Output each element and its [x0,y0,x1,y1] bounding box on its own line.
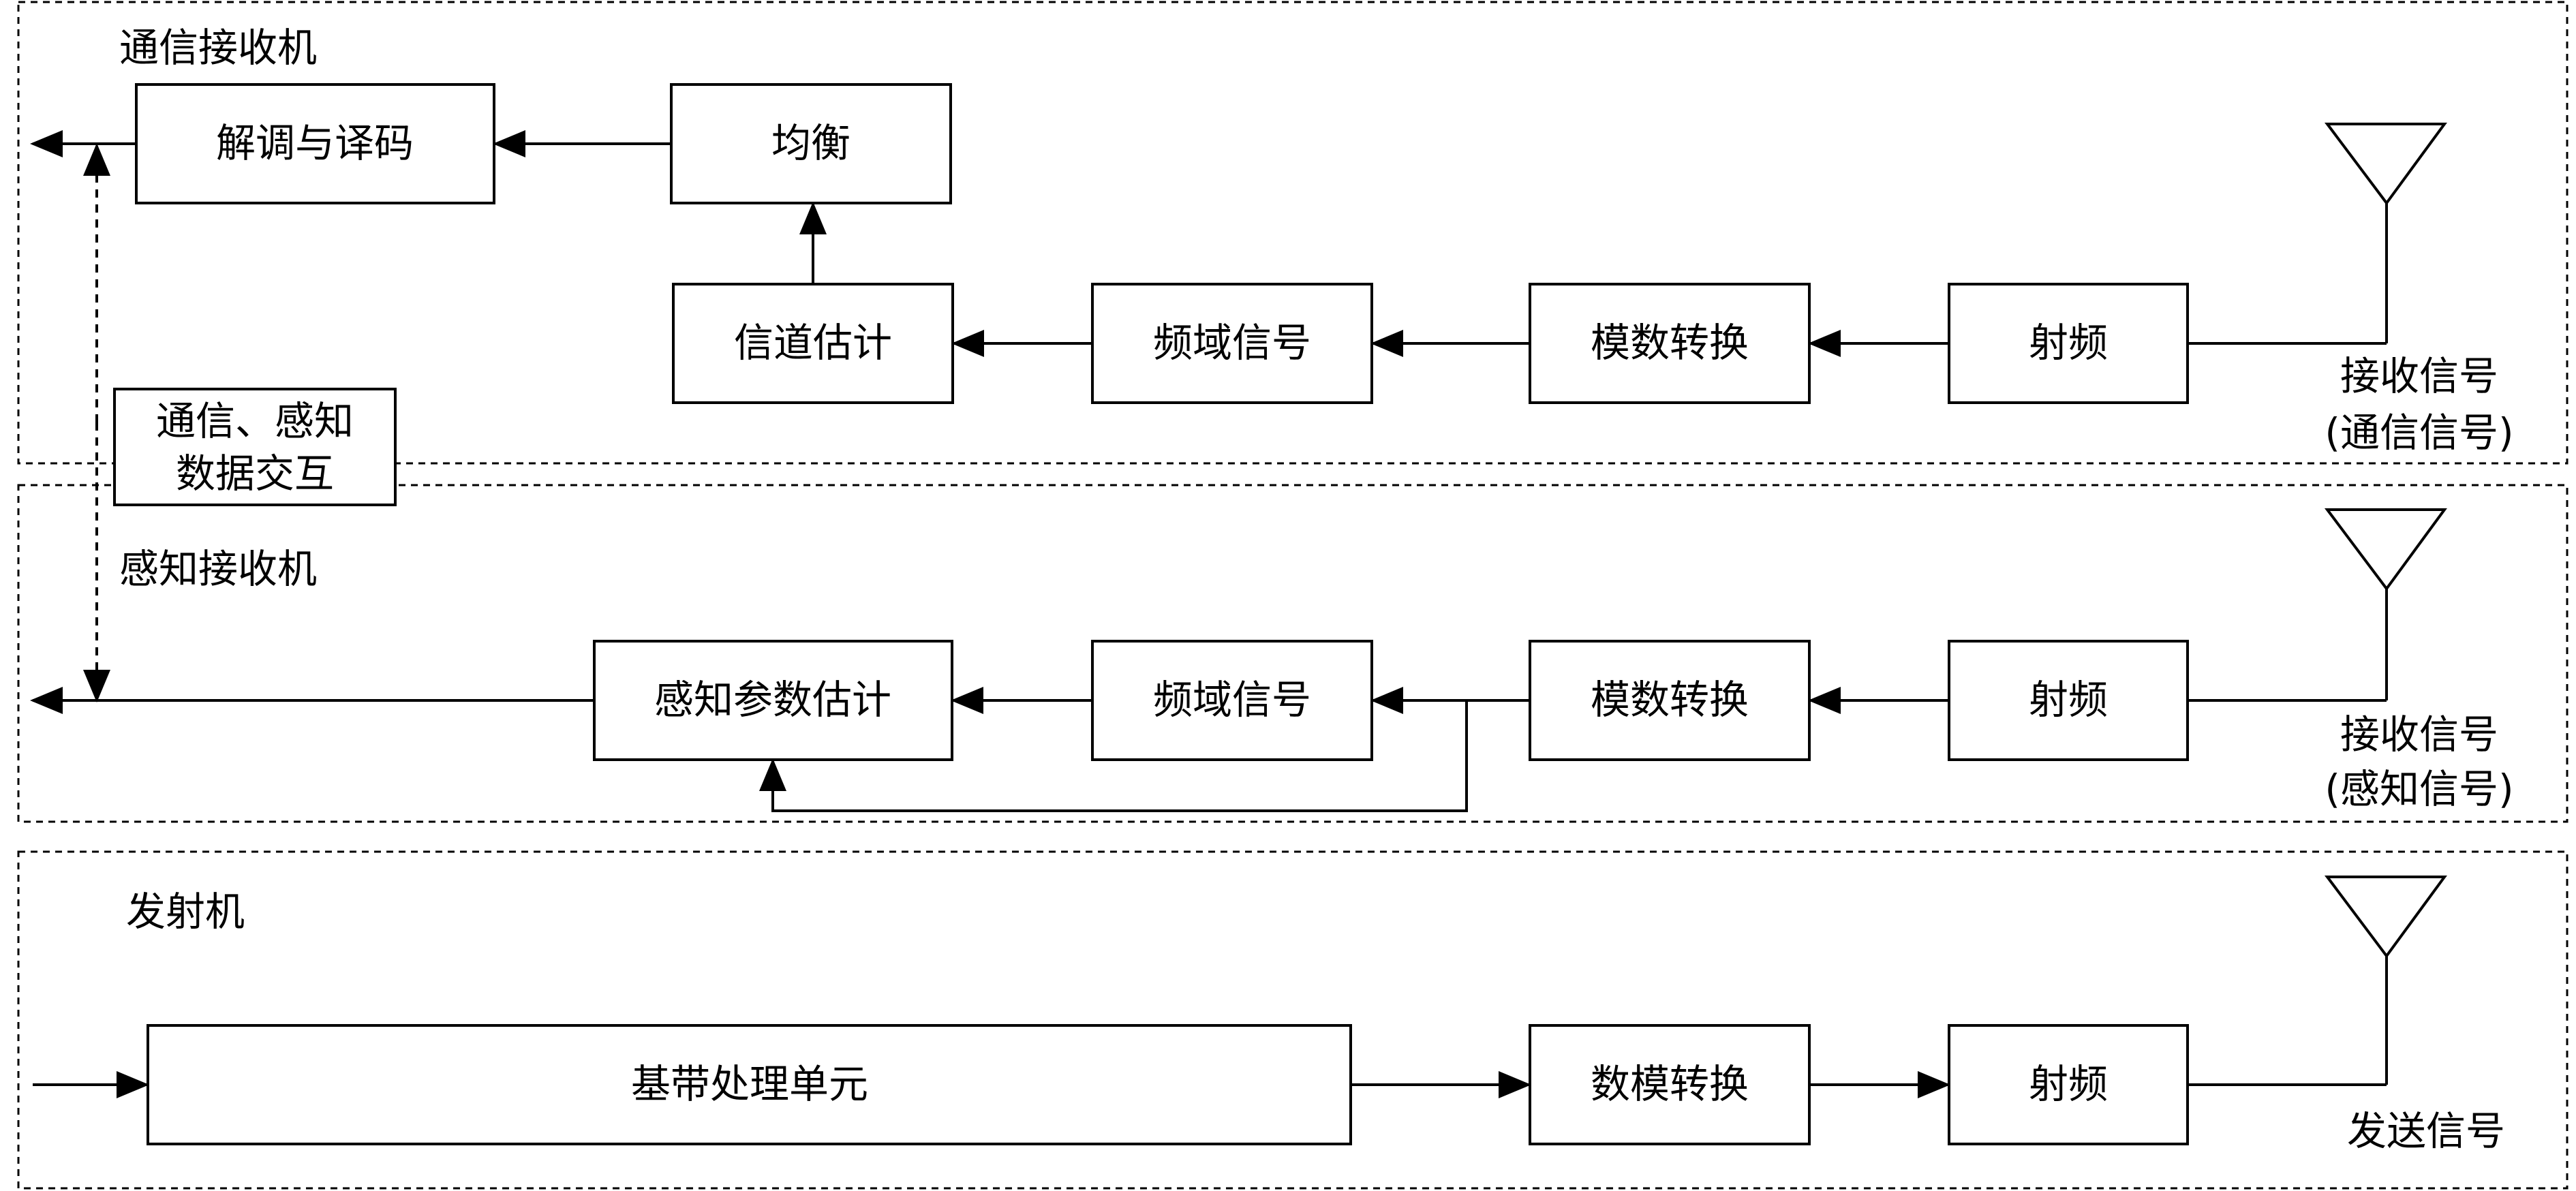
equalization-label: 均衡 [771,120,850,166]
adc-sense-label: 模数转换 [1591,677,1749,723]
antenna-icon [2325,123,2447,343]
antenna-icon [2325,876,2447,1085]
data-exchange-line1: 通信、感知 [156,398,354,444]
freq-signal-sense-block [1091,640,1373,761]
adc-comm-block [1529,283,1811,404]
baseband-processing-block [147,1024,1352,1145]
rf-sense-block [1948,640,2189,761]
tx-signal-label: 发送信号 [2347,1108,2505,1154]
comm-signal-label-line2: (通信信号) [2325,409,2513,456]
rf-tx-block [1948,1024,2189,1145]
channel-estimation-label: 信道估计 [734,320,892,366]
sense-signal-label-line1: 接收信号 [2340,711,2498,758]
adc-sense-block [1529,640,1811,761]
rf-tx-label: 射频 [2029,1061,2108,1107]
comm-receiver-title: 通信接收机 [119,25,317,71]
antenna-icon [2325,508,2447,700]
freq-signal-sense-label: 频域信号 [1153,677,1311,723]
sense-receiver-title: 感知接收机 [119,546,317,592]
sense-param-estimation-label: 感知参数估计 [654,677,891,723]
dac-label: 数模转换 [1591,1061,1749,1107]
demod-decode-label: 解调与译码 [216,120,414,166]
data-exchange-block [113,388,397,506]
sense-receiver-section [17,484,2569,823]
transmitter-section [17,850,2569,1190]
freq-signal-comm-label: 频域信号 [1153,320,1311,366]
adc-comm-label: 模数转换 [1591,320,1749,366]
transmitter-title: 发射机 [126,888,245,935]
arrow-bypass-to-sense-param [759,699,1530,812]
comm-receiver-section [17,1,2569,465]
rf-comm-block [1948,283,2189,404]
baseband-processing-label: 基带处理单元 [631,1061,868,1107]
dac-block [1529,1024,1811,1145]
sense-param-estimation-block [593,640,953,761]
rf-sense-label: 射频 [2029,677,2108,723]
sense-signal-label-line2: (感知信号) [2325,766,2513,812]
rf-comm-label: 射频 [2029,320,2108,366]
comm-signal-label-line1: 接收信号 [2340,353,2498,399]
data-exchange-line2: 数据交互 [176,450,334,497]
